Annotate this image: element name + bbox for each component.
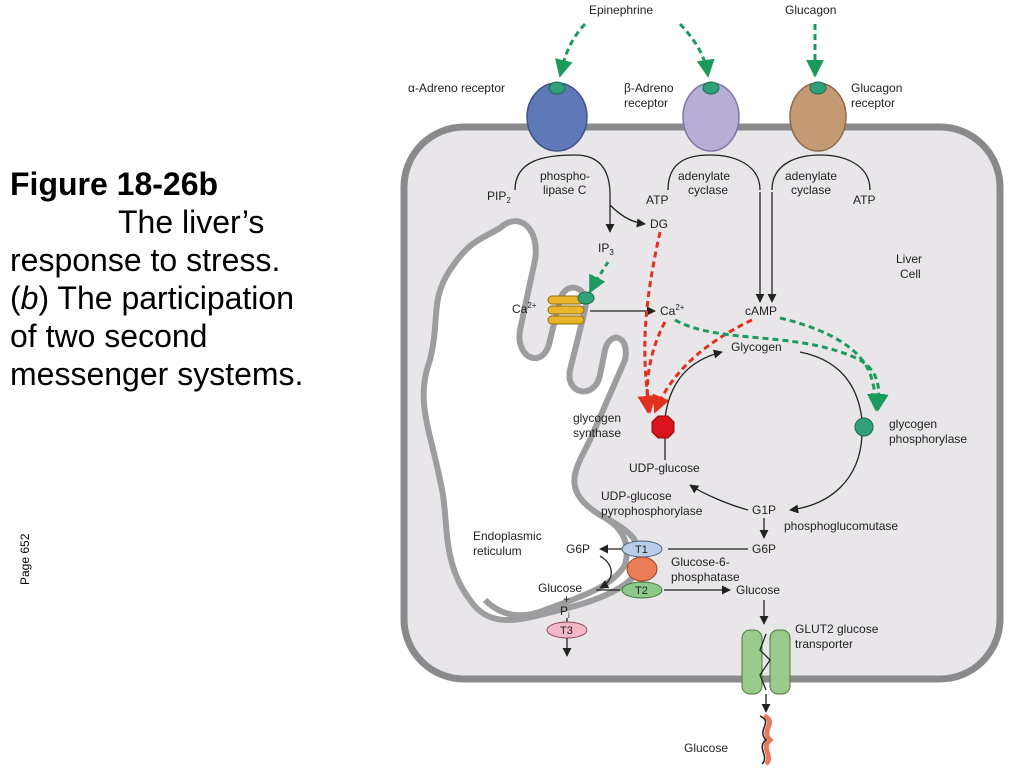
- epinephrine-to-beta-arrow: [678, 22, 715, 78]
- plus-label: +: [563, 592, 570, 606]
- g1p-label: G1P: [752, 503, 776, 517]
- beta-receptor-label-2: receptor: [624, 96, 668, 110]
- udp-ppase-label-1: UDP-glucose: [601, 489, 672, 503]
- epinephrine-label: Epinephrine: [589, 3, 653, 17]
- glycogen-phosphorylase-icon: [854, 417, 874, 437]
- ac1-label-2: cyclase: [688, 183, 728, 197]
- camp-label: cAMP: [745, 304, 777, 318]
- caption-italic-b: b: [20, 280, 39, 316]
- glut2-label-1: GLUT2 glucose: [795, 622, 879, 636]
- glucagon-binding-site-icon: [809, 81, 827, 95]
- beta-receptor-label-1: β-Adreno: [624, 81, 674, 95]
- plc-to-dg-arrow: [609, 204, 646, 228]
- glucose-out-label: Glucose: [684, 741, 728, 755]
- ip3-label: IP3: [598, 241, 614, 257]
- glycogen-phosphorylase-label-2: phosphorylase: [889, 432, 967, 446]
- ca-cyto-label: Ca2+: [660, 303, 685, 318]
- caption-line-3: (b) The participation: [10, 279, 390, 317]
- g1p-to-udpglucose-arrow: [689, 484, 749, 511]
- ca-inhibits-synthase-arrow: [637, 321, 667, 414]
- atp1-label: ATP: [646, 193, 668, 207]
- caption-line-3-rest: ) The participation: [38, 280, 294, 316]
- glut2-transporter-icon: [741, 629, 791, 695]
- alpha-receptor-label: α-Adreno receptor: [408, 81, 505, 95]
- glucose-6-phosphatase-icon: [626, 556, 658, 582]
- caption-paren-open: (: [10, 280, 21, 316]
- pi-label: Pi: [560, 604, 570, 620]
- t1-label: T1: [635, 544, 648, 556]
- t2-transporter: [621, 581, 663, 599]
- plc-arc: [514, 154, 611, 196]
- glucose-er-label: Glucose: [538, 581, 582, 595]
- atp2-label: ATP: [853, 193, 875, 207]
- g6p-cyto-label: G6P: [752, 542, 776, 556]
- glucagon-receptor-label-1: Glucagon: [851, 81, 902, 95]
- alpha-adreno-receptor: [526, 81, 588, 152]
- dg-inhibits-synthase-arrow: [638, 231, 662, 414]
- glycogen-synthase-icon: [651, 415, 675, 439]
- er-inner-membrane: [482, 512, 630, 619]
- glucagon-label: Glucagon: [785, 3, 836, 17]
- glucagon-receptor-label-2: receptor: [851, 96, 895, 110]
- t3-label: T3: [560, 625, 573, 637]
- beta-adreno-receptor: [682, 81, 740, 152]
- channel-ip3-site-icon: [577, 291, 595, 305]
- er-label-1: Endoplasmic: [473, 529, 542, 543]
- er-label-2: reticulum: [473, 544, 522, 558]
- caption-line-4: of two second: [10, 318, 208, 354]
- ip3-to-channel-arrow: [588, 261, 610, 294]
- ac1-arc: [667, 154, 761, 191]
- glycogen-to-phosphorylase-arc: [799, 351, 863, 421]
- caption-line-1: The liver’s: [118, 204, 265, 240]
- ac2-arc: [771, 154, 871, 191]
- g6pase-label-2: phosphatase: [671, 570, 740, 584]
- udp-glucose-label: UDP-glucose: [629, 461, 700, 475]
- ca-er-label: Ca2+: [512, 301, 537, 316]
- g6p-er-label: G6P: [566, 542, 590, 556]
- glut2-label-2: transporter: [795, 637, 853, 651]
- figure-caption: Figure 18-26b The liver’s response to st…: [10, 165, 390, 393]
- phosphorylase-to-g1p-arc: [789, 434, 863, 514]
- ca-activates-phosphorylase-arrow: [674, 318, 889, 412]
- phosphoglucomutase-label: phosphoglucomutase: [784, 519, 898, 533]
- ac1-label-1: adenylate: [678, 169, 730, 183]
- pip2-label: PIP2: [487, 189, 511, 205]
- glycogen-synthase-label-2: synthase: [573, 426, 621, 440]
- dg-label: DG: [650, 217, 668, 231]
- g6pase-label-1: Glucose-6-: [671, 555, 730, 569]
- figure-title: Figure 18-26b: [10, 166, 219, 202]
- glycogen-label: Glycogen: [731, 340, 782, 354]
- glycogen-phosphorylase-label-1: glycogen: [889, 417, 937, 431]
- caption-line-2: response to stress.: [10, 242, 281, 278]
- t2-label: T2: [635, 585, 648, 597]
- alpha-binding-site-icon: [548, 81, 566, 95]
- ac2-label-2: cyclase: [791, 183, 831, 197]
- glucose-cyto-label: Glucose: [736, 583, 780, 597]
- plc-label-1: phospho-: [540, 169, 590, 183]
- camp-inhibits-synthase-arrow: [652, 318, 753, 414]
- liver-label-2: Cell: [900, 267, 921, 281]
- liver-label-1: Liver: [896, 252, 922, 266]
- beta-binding-site-icon: [702, 81, 720, 95]
- ca-channel: [547, 291, 595, 325]
- blood-vessel-icon: [762, 713, 774, 766]
- synthase-to-glycogen-arc: [664, 349, 723, 419]
- plc-label-2: lipase C: [543, 183, 587, 197]
- glycogen-synthase-label-1: glycogen: [573, 411, 621, 425]
- udp-ppase-label-2: pyrophosphorylase: [601, 504, 703, 518]
- epinephrine-to-alpha-arrow: [554, 22, 587, 78]
- g6p-to-glucose-er-arrow: [599, 555, 612, 589]
- blood-vessel-outline: [759, 715, 768, 765]
- ac2-label-1: adenylate: [785, 169, 837, 183]
- glucagon-receptor: [789, 81, 847, 152]
- caption-line-5: messenger systems.: [10, 356, 304, 392]
